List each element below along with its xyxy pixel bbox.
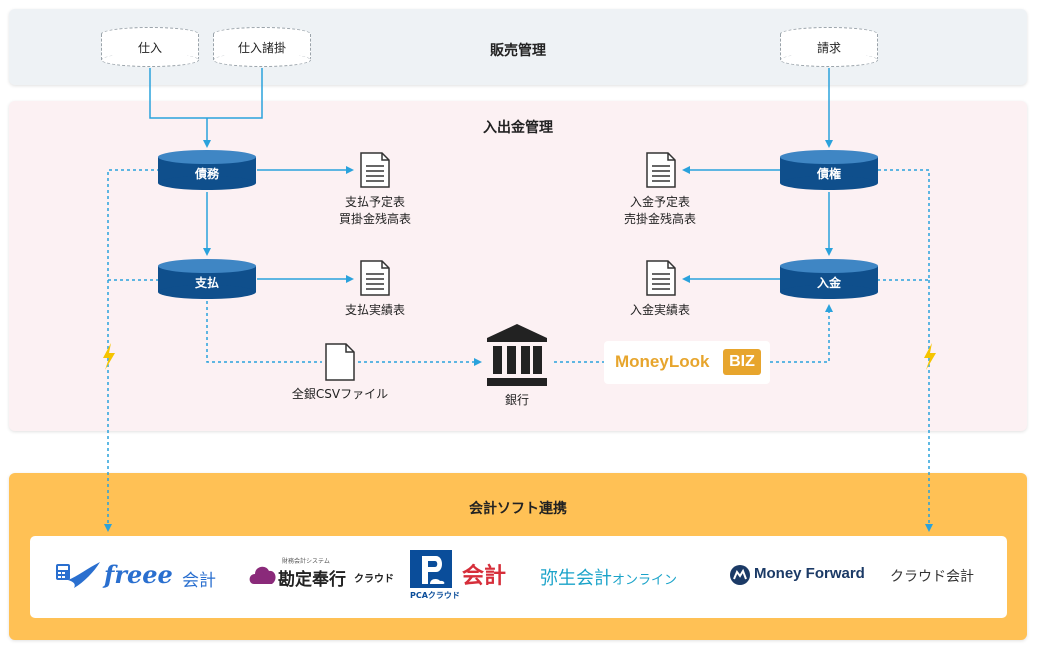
deposit-plan-line-2: 売掛金残高表 — [623, 212, 696, 226]
mf-suffix: クラウド会計 — [890, 569, 974, 585]
left-accounting-bracket — [107, 169, 160, 281]
deposit-plan-document-icon — [646, 152, 676, 188]
money-forward-icon — [730, 565, 750, 585]
bank-label: 銀行 — [504, 393, 529, 407]
freee-suffix: 会計 — [182, 571, 216, 591]
credit-database: 債権 — [780, 150, 878, 190]
bank-icon — [487, 324, 547, 386]
payment-to-csv-line — [206, 301, 322, 363]
billing-database: 請求 — [780, 27, 878, 67]
debt-label: 債務 — [194, 167, 219, 181]
deposit-database: 入金 — [780, 259, 878, 299]
accounting-panel-title: 会計ソフト連携 — [469, 501, 567, 517]
left-sync-bolt-icon — [103, 343, 115, 370]
payment-actual-label: 支払実績表 — [344, 303, 405, 317]
deposit-actual-label: 入金実績表 — [629, 303, 690, 317]
accounting-software-logos: freee 会計 財務会計システム 勘定奉行 クラウド PCAクラウド 会計 弥… — [30, 536, 1007, 618]
right-sync-bolt-icon — [924, 343, 936, 370]
kanjo-cloud-icon — [249, 566, 276, 584]
payment-database: 支払 — [158, 259, 256, 299]
right-accounting-bracket — [878, 169, 930, 281]
purchase-payable-database: 仕入諸掛 — [213, 27, 311, 67]
purchase-label: 仕入 — [137, 41, 162, 55]
billing-label: 請求 — [816, 41, 841, 55]
pca-brand-text: PCAクラウド — [410, 591, 460, 600]
moneylook-to-deposit-arrow — [770, 304, 833, 363]
deposit-label: 入金 — [816, 276, 841, 290]
deposit-actual-document-icon — [646, 260, 676, 296]
purchase-payable-label: 仕入諸掛 — [237, 41, 286, 55]
yayoi-logo: 弥生会計オンライン — [540, 564, 677, 590]
payment-actual-document-icon — [360, 260, 390, 296]
moneylook-biz-logo: MoneyLook BIZ — [604, 341, 770, 384]
payment-plan-document-icon — [360, 152, 390, 188]
freee-bird-icon — [56, 562, 100, 588]
mf-name: Money Forward — [754, 565, 865, 582]
kanjo-suffix: クラウド — [354, 574, 394, 585]
moneylook-name: MoneyLook — [615, 352, 710, 371]
sales-panel-title: 販売管理 — [490, 43, 546, 59]
payment-plan-line-2: 買掛金残高表 — [338, 212, 411, 226]
moneylook-biz-badge: BIZ — [723, 349, 761, 375]
pca-suffix: 会計 — [462, 564, 507, 589]
purchase-merge-line — [149, 68, 263, 119]
payment-plan-label: 支払予定表 買掛金残高表 — [325, 194, 425, 228]
deposit-plan-line-1: 入金予定表 — [629, 195, 690, 209]
yayoi-name: 弥生会計 — [540, 568, 612, 589]
cash-panel-title: 入出金管理 — [483, 120, 553, 136]
freee-name: freee — [104, 560, 173, 589]
purchase-database: 仕入 — [101, 27, 199, 67]
deposit-plan-label: 入金予定表 売掛金残高表 — [610, 194, 710, 228]
csv-file-icon — [325, 343, 355, 381]
yayoi-suffix: オンライン — [612, 573, 678, 588]
pca-p-icon — [410, 550, 452, 588]
debt-database: 債務 — [158, 150, 256, 190]
credit-label: 債権 — [816, 167, 841, 181]
kanjo-name: 勘定奉行 — [278, 570, 346, 590]
csv-file-label: 全銀CSVファイル — [291, 387, 389, 401]
kanjo-small-text: 財務会計システム — [282, 558, 330, 565]
payment-plan-line-1: 支払予定表 — [344, 195, 405, 209]
payment-label: 支払 — [194, 276, 219, 290]
